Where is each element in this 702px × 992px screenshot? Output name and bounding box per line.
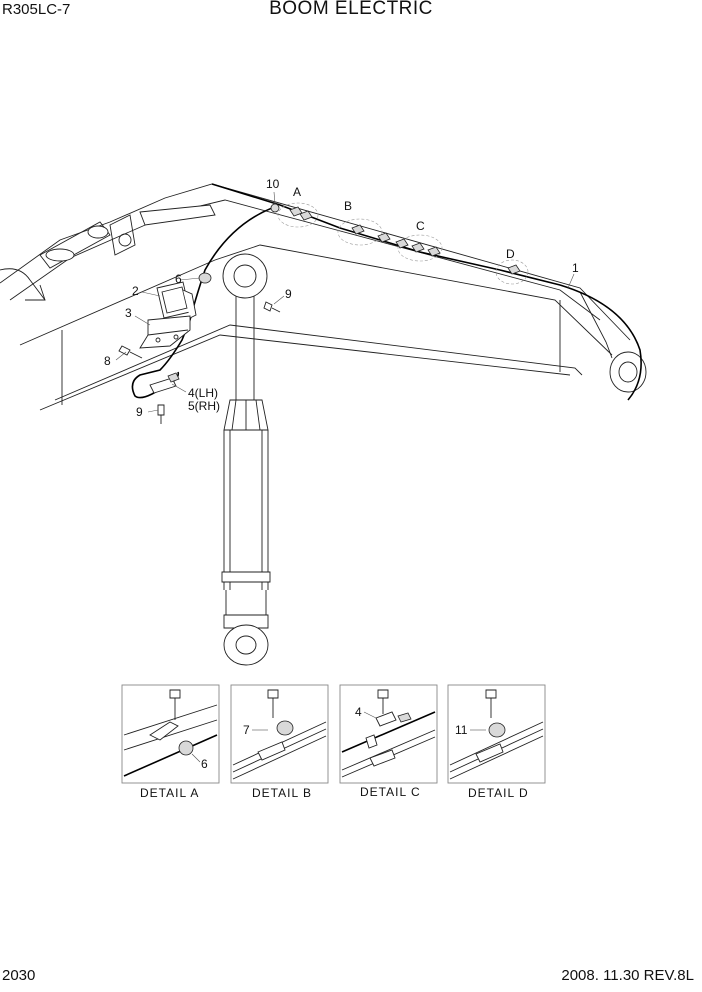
callout-3: 3 <box>125 306 132 320</box>
callout-2: 2 <box>132 284 139 298</box>
callout-detail-d: D <box>506 247 515 261</box>
boom-cylinder <box>221 253 271 666</box>
detail-d-part: 11 <box>455 723 468 737</box>
detail-d-panel: 11 DETAIL D <box>447 684 546 800</box>
date-revision: 2008. 11.30 REV.8L <box>561 967 694 984</box>
detail-d-caption: DETAIL D <box>468 786 529 800</box>
callout-5-rh: 5(RH) <box>188 399 220 413</box>
detail-a-part: 6 <box>201 757 208 771</box>
page-title: BOOM ELECTRIC <box>269 0 433 19</box>
boom-structure <box>0 183 647 411</box>
callout-6: 6 <box>175 272 182 286</box>
detail-c-caption: DETAIL C <box>360 785 421 799</box>
callout-detail-b: B <box>344 199 352 213</box>
detail-a-caption: DETAIL A <box>140 786 199 800</box>
detail-b-panel: 7 DETAIL B <box>230 684 329 800</box>
callout-detail-c: C <box>416 219 425 233</box>
callout-8: 8 <box>104 354 111 368</box>
detail-c-part: 4 <box>355 705 362 719</box>
lamp-wire <box>131 207 273 399</box>
page-number: 2030 <box>2 967 36 984</box>
callout-10: 10 <box>266 177 280 191</box>
detail-c-panel: 4 DETAIL C <box>339 684 438 799</box>
callouts: 1 10 A B C D 2 3 6 8 9 9 4(LH) 5(RH) <box>104 177 579 419</box>
detail-b-part: 7 <box>243 723 250 737</box>
callout-detail-a: A <box>293 185 301 199</box>
detail-a-panel: 6 DETAIL A <box>121 684 220 800</box>
detail-markers <box>277 202 529 285</box>
callout-9-right: 9 <box>285 287 292 301</box>
callout-9-lower: 9 <box>136 405 143 419</box>
harness-wire <box>211 183 642 401</box>
lamp-bracket <box>139 315 191 349</box>
detail-b-caption: DETAIL B <box>252 786 312 800</box>
callout-1: 1 <box>572 261 579 275</box>
harness-clamps <box>270 203 521 275</box>
leader-lines <box>115 191 575 413</box>
boom-nose-boss <box>609 351 647 393</box>
callout-4-lh: 4(LH) <box>188 386 218 400</box>
model-number: R305LC-7 <box>2 1 71 18</box>
